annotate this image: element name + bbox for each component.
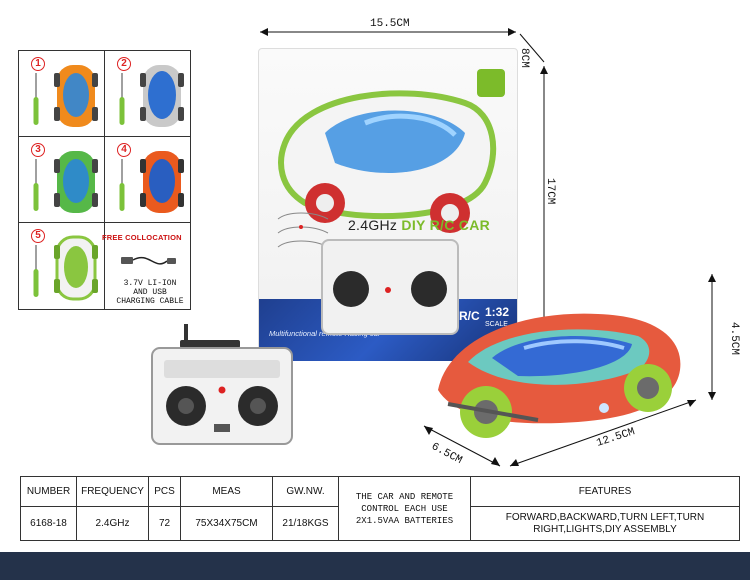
package-remote-image: [321, 239, 459, 335]
spec-header-row: NUMBER FREQUENCY PCS MEAS GW.NW. THE CAR…: [20, 476, 740, 541]
car-height-label: 4.5CM: [728, 322, 740, 356]
variant-cell-1: 1: [19, 51, 105, 137]
variant-number-1: 1: [31, 57, 45, 71]
variant-cell-3: 3: [19, 137, 105, 223]
spec-pcs-value: 72: [148, 506, 181, 541]
variant-cell-5: 5: [19, 223, 105, 309]
box-height-label: 17CM: [544, 178, 556, 205]
spec-header-number: NUMBER: [20, 476, 77, 507]
remote-control: [151, 324, 293, 445]
screwdriver-icon: [119, 159, 125, 211]
package-title-accent: DIY R/C CAR: [401, 217, 491, 233]
brand-logo-icon: [477, 69, 505, 97]
package-scale-label: SCALE: [485, 321, 508, 328]
spec-header-frequency: FREQUENCY: [76, 476, 149, 507]
mini-car-orange: [54, 65, 98, 127]
spec-features-value: FORWARD,BACKWARD,TURN LEFT,TURN RIGHT,LI…: [470, 506, 740, 541]
spec-meas-value: 75X34X75CM: [180, 506, 273, 541]
spec-table: NUMBER FREQUENCY PCS MEAS GW.NW. THE CAR…: [20, 476, 740, 541]
spec-header-meas: MEAS: [180, 476, 273, 507]
cable-line-2: AND USB: [133, 288, 167, 297]
screwdriver-icon: [33, 245, 39, 297]
mini-car-blue: [140, 65, 184, 127]
cable-line-1: 3.7V LI-ION: [123, 279, 177, 288]
spec-header-pcs: PCS: [148, 476, 181, 507]
package-title: 2.4GHz DIY R/C CAR: [319, 217, 519, 233]
spec-data-row: 6168-18 2.4GHz 72 75X34X75CM 21/18KGS FO…: [20, 506, 740, 541]
screwdriver-icon: [33, 159, 39, 211]
variant-grid: 1 2 3 4: [18, 50, 191, 310]
screwdriver-icon: [119, 73, 125, 125]
cable-description: 3.7V LI-ION AND USB CHARGING CABLE: [107, 279, 193, 306]
variant-number-2: 2: [117, 57, 131, 71]
variant-cell-4: 4: [105, 137, 191, 223]
spec-number-value: 6168-18: [20, 506, 77, 541]
product-package: 2.4GHz DIY R/C CAR Multifunctional remot…: [258, 48, 519, 361]
spec-battery-note: THE CAR AND REMOTE CONTROL EACH USE 2X1.…: [338, 476, 471, 541]
footer-bar: [0, 552, 750, 580]
mini-car-green: [54, 151, 98, 213]
spec-frequency-value: 2.4GHz: [76, 506, 149, 541]
variant-number-4: 4: [117, 143, 131, 157]
package-scale: 1:32: [485, 305, 510, 319]
mini-car-red: [140, 151, 184, 213]
mini-car-lime: [54, 235, 98, 301]
variant-number-3: 3: [31, 143, 45, 157]
spec-header-gw-nw: GW.NW.: [272, 476, 339, 507]
spec-gw-nw-value: 21/18KGS: [272, 506, 339, 541]
variant-cell-2: 2: [105, 51, 191, 137]
car-dimension-lines: [423, 274, 716, 467]
box-width-label: 15.5CM: [370, 18, 410, 30]
spec-header-features: FEATURES: [470, 476, 740, 507]
cable-line-3: CHARGING CABLE: [116, 297, 184, 306]
package-rc-label: R/C: [459, 309, 480, 323]
rc-car-image: [438, 313, 681, 438]
diy-assembly-diagram: [277, 212, 329, 248]
usb-cable-icon: [121, 257, 176, 265]
free-collocation-title: FREE COLLOCATION: [102, 233, 182, 242]
variant-number-5: 5: [31, 229, 45, 243]
box-depth-label: 8CM: [518, 48, 530, 68]
screwdriver-icon: [33, 73, 39, 125]
package-title-prefix: 2.4GHz: [347, 217, 398, 233]
package-car-image: [278, 90, 497, 233]
